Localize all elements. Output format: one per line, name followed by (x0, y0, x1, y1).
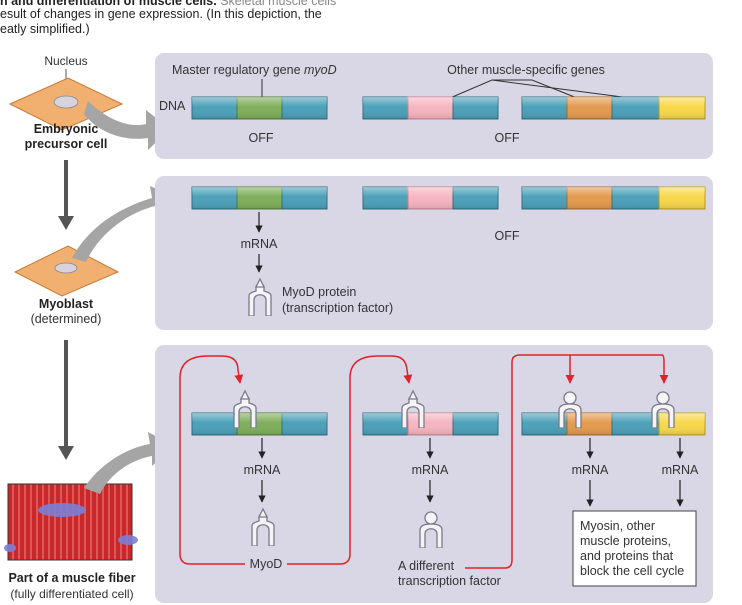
panel-2 (155, 176, 713, 330)
mrna-label-3d: mRNA (662, 463, 699, 477)
mrna-label-3b: mRNA (412, 463, 449, 477)
products-box (572, 510, 697, 587)
off-label-3: OFF (495, 229, 520, 243)
caption-line-2: esult of changes in gene expression. (In… (0, 7, 322, 21)
myoblast-label-2: (determined) (31, 312, 102, 326)
off-label-2: OFF (495, 131, 520, 145)
nucleus (53, 95, 79, 109)
other-genes-pointer-a (435, 79, 593, 105)
caption-line-1: n and differentiation of muscle cells. S… (0, 0, 337, 8)
myod-gene-row-2 (191, 186, 328, 210)
gray-arrow-2 (72, 186, 176, 262)
myod-autoregulation-loop (179, 355, 245, 565)
embryonic-label-2: precursor cell (25, 137, 108, 151)
down-arrow-2-head (58, 446, 74, 460)
dna-label: DNA (159, 99, 186, 113)
myoblast-nucleus (54, 262, 78, 274)
different-tf-label-2: transcription factor (398, 574, 501, 588)
myod-protein-label-1: MyoD protein (282, 285, 356, 299)
mrna-label-2: mRNA (241, 237, 278, 251)
embryonic-label-1: Embryonic (34, 122, 99, 136)
gene-row-orange-yellow-2 (521, 186, 706, 210)
mrna-label-3c: mRNA (572, 463, 609, 477)
fiber-nucleus-3 (4, 544, 16, 552)
fiber-label-1: Part of a muscle fiber (8, 571, 135, 585)
gene-row-pink-2 (362, 186, 499, 210)
fiber-nucleus-1 (38, 503, 86, 517)
gray-arrow-3 (84, 432, 174, 494)
muscle-fiber (7, 483, 133, 561)
off-label-1: OFF (249, 131, 274, 145)
master-gene-label: Master regulatory gene myoD (172, 63, 337, 77)
gene-row-orange-yellow-1 (521, 96, 706, 120)
gene-row-pink-1 (362, 96, 499, 120)
products-line-2: muscle proteins, (580, 534, 671, 548)
down-arrow-1-head (58, 216, 74, 230)
myod-to-tf-loop (287, 355, 413, 565)
products-line-1: Myosin, other (580, 519, 655, 533)
myoblast-label-1: Myoblast (39, 297, 94, 311)
other-genes-label: Other muscle-specific genes (447, 63, 605, 77)
different-tf-label-1: A different (398, 559, 455, 573)
gene-row-orange-yellow-3 (521, 412, 706, 436)
myod-label: MyoD (250, 557, 283, 571)
myod-gene-row-3 (191, 412, 328, 436)
products-line-4: block the cell cycle (580, 564, 684, 578)
gene-row-pink-3 (362, 412, 499, 436)
fiber-nucleus-2 (118, 535, 138, 545)
caption-line-3: eatly simplified.) (0, 22, 90, 36)
gray-arrow-1 (84, 101, 170, 150)
fiber-label-2: (fully differentiated cell) (10, 587, 133, 601)
myod-gene-row-1 (191, 96, 328, 120)
nucleus-label: Nucleus (44, 54, 87, 68)
products-line-3: and proteins that (580, 549, 674, 563)
myod-protein-label-2: (transcription factor) (282, 301, 393, 315)
tf-activation-loop (465, 354, 669, 569)
mrna-label-3a: mRNA (244, 463, 281, 477)
